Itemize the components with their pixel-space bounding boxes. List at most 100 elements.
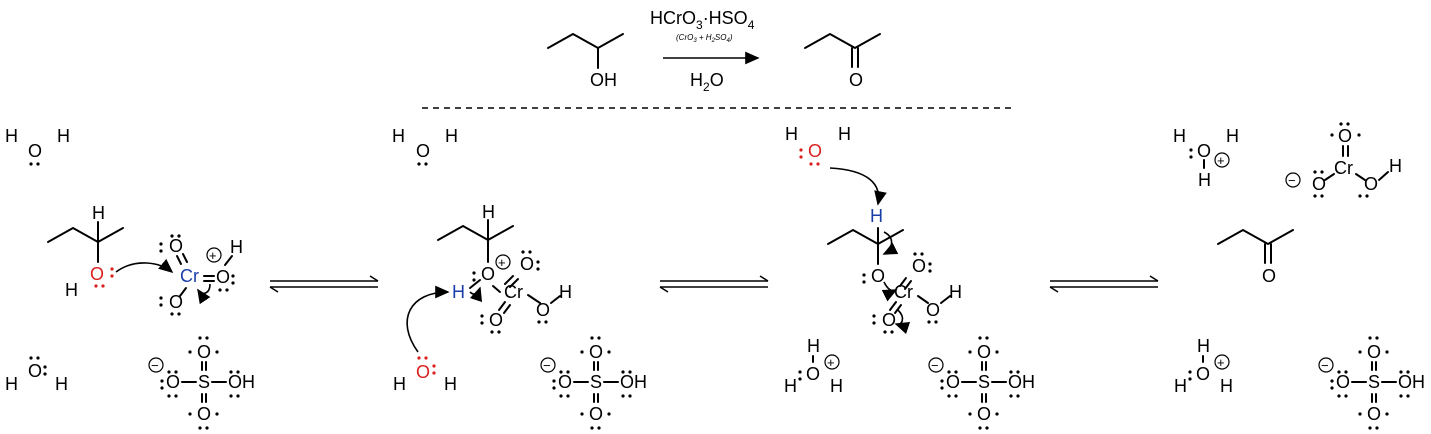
svg-text:O: O (912, 256, 926, 276)
svg-text:O: O (1196, 364, 1210, 384)
solvent-label: H2O (690, 70, 724, 94)
svg-text:OH: OH (620, 372, 647, 392)
svg-text:O: O (520, 254, 534, 274)
svg-text:O: O (28, 141, 42, 161)
chromium-atom: Cr (180, 266, 199, 286)
svg-text:H: H (1220, 376, 1233, 396)
svg-text:O: O (416, 362, 430, 382)
reagent-note: (CrO3 + H2SO4) (676, 33, 733, 44)
alcohol-oxygen: O (90, 264, 104, 284)
negative-charge-icon-4 (1285, 172, 1301, 188)
product-2-butanone: O (804, 32, 881, 90)
curved-arrow-deprotonation (406, 285, 450, 353)
svg-text:H: H (65, 280, 78, 300)
svg-text:H: H (55, 374, 68, 394)
product-o-label: O (849, 70, 863, 90)
alcohol-substrate: H O H (47, 203, 174, 300)
hydronium-ion-top-4: H O H + H (1173, 126, 1239, 190)
header-reaction: OH HCrO3·HSO4 (CrO3 + H2SO4) H2O O (547, 8, 881, 94)
svg-text:H: H (393, 374, 406, 394)
svg-text:OH: OH (228, 372, 255, 392)
svg-text:H: H (444, 374, 457, 394)
positive-charge-icon-3 (824, 354, 840, 370)
chromic-acid-protonated: O Cr O H + O (159, 234, 243, 316)
hydronium-ion-3: H O + H H (784, 336, 843, 396)
svg-text:H: H (1198, 170, 1211, 190)
svg-text:O: O (977, 342, 991, 362)
curved-arrow-attack (115, 258, 174, 274)
positive-charge-icon (206, 247, 222, 263)
svg-text:O: O (416, 141, 430, 161)
svg-text:−: − (543, 358, 551, 373)
panel-2: H O H H O + H O Cr O (392, 126, 647, 430)
positive-charge-icon-5 (1214, 354, 1230, 370)
svg-text:O: O (28, 361, 42, 381)
svg-text:O: O (808, 141, 822, 161)
svg-text:O: O (1338, 126, 1352, 146)
svg-text:O: O (589, 342, 603, 362)
svg-text:+: + (498, 255, 506, 270)
alpha-hydrogen: H (870, 206, 883, 226)
svg-text:O: O (1336, 372, 1350, 392)
svg-text:H: H (392, 126, 405, 146)
svg-text:H: H (838, 124, 851, 144)
svg-text:+: + (1217, 355, 1225, 370)
svg-text:O: O (1367, 342, 1381, 362)
svg-text:S: S (590, 372, 602, 392)
water-molecule-top: H O H (5, 126, 70, 166)
panel-1: H O H H O H O Cr O (5, 126, 255, 430)
svg-text:H: H (1173, 126, 1186, 146)
positive-charge-icon-4 (1214, 152, 1230, 168)
svg-text:H: H (785, 124, 798, 144)
svg-text:S: S (1368, 372, 1380, 392)
ketone-product: O (1217, 228, 1294, 286)
svg-text:O: O (216, 267, 230, 287)
svg-text:+: + (209, 248, 217, 263)
bisulfate-ion-2: O S O − OH O (540, 336, 647, 430)
svg-text:S: S (978, 372, 990, 392)
svg-text:OH: OH (1008, 372, 1035, 392)
svg-text:O: O (1197, 141, 1211, 161)
svg-text:O: O (166, 372, 180, 392)
panel-4: H O H + H O Cr O − O H (1173, 122, 1425, 430)
water-molecule-top-2: H O H (392, 126, 458, 166)
svg-text:O: O (1262, 266, 1276, 286)
bisulfate-ion: O S O − OH O (148, 336, 255, 430)
svg-text:H: H (482, 202, 495, 222)
svg-text:H: H (807, 336, 820, 356)
svg-text:O: O (977, 404, 991, 424)
chromate-ester-elimination: H O O Cr O H O (827, 206, 962, 335)
svg-text:−: − (1288, 173, 1296, 188)
svg-text:H: H (57, 126, 70, 146)
svg-text:H: H (1197, 336, 1210, 356)
svg-text:H: H (1226, 126, 1239, 146)
svg-text:H: H (5, 126, 18, 146)
water-molecule-bottom: O H H (5, 356, 68, 394)
svg-text:O: O (1312, 174, 1326, 194)
svg-text:+: + (827, 355, 835, 370)
svg-text:O: O (871, 266, 885, 286)
svg-text:S: S (198, 372, 210, 392)
transferring-hydrogen: H (452, 282, 465, 302)
svg-text:O: O (1367, 404, 1381, 424)
reactant-2-butanol: OH (547, 32, 624, 90)
chromate-ester-intermediate: H O + H O Cr O H O (437, 202, 572, 334)
svg-text:H: H (784, 376, 797, 396)
svg-text:−: − (1321, 358, 1329, 373)
equilibrium-arrow-3 (1049, 275, 1159, 293)
svg-text:−: − (151, 358, 159, 373)
svg-text:H: H (830, 376, 843, 396)
svg-text:H: H (1174, 376, 1187, 396)
reagent-label: HCrO3·HSO4 (650, 8, 755, 32)
bisulfate-ion-3: O S O − OH O (928, 336, 1035, 430)
svg-text:Cr: Cr (894, 282, 913, 302)
svg-text:O: O (169, 292, 183, 312)
panel-3: H O H H O O Cr O H (784, 124, 1035, 430)
positive-charge-icon-2 (495, 254, 511, 270)
negative-charge-icon (148, 357, 164, 373)
water-base-2: O H H (393, 356, 457, 394)
svg-text:O: O (197, 342, 211, 362)
svg-text:H: H (92, 203, 105, 223)
svg-text:O: O (169, 236, 183, 256)
